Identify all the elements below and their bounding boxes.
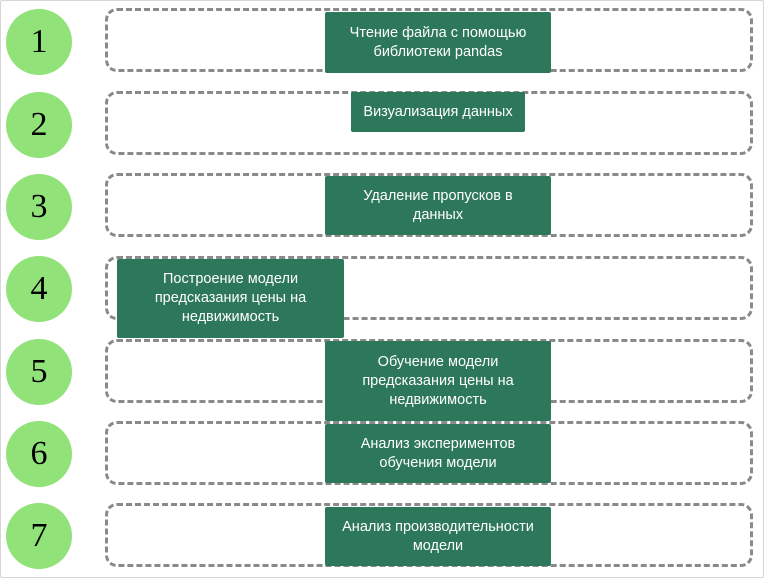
step-number-circle: 2: [6, 92, 72, 158]
step-box: Анализ производительности модели: [325, 507, 551, 566]
step-number-circle: 3: [6, 174, 72, 240]
step-box: Удаление пропусков в данных: [325, 176, 551, 235]
step-number-circle: 4: [6, 256, 72, 322]
step-box: Визуализация данных: [351, 92, 525, 132]
step-number-circle: 1: [6, 9, 72, 75]
step-lane: [105, 256, 753, 320]
step-lane: [105, 173, 753, 237]
step-box: Обучение модели предсказания цены на нед…: [325, 341, 551, 421]
step-box: Построение модели предсказания цены на н…: [117, 259, 344, 338]
step-number-circle: 7: [6, 503, 72, 569]
step-box: Чтение файла с помощью библиотеки pandas: [325, 12, 551, 73]
step-box: Анализ экспериментов обучения модели: [325, 424, 551, 483]
step-lane: [105, 421, 753, 485]
step-number-circle: 5: [6, 339, 72, 405]
step-number-circle: 6: [6, 421, 72, 487]
